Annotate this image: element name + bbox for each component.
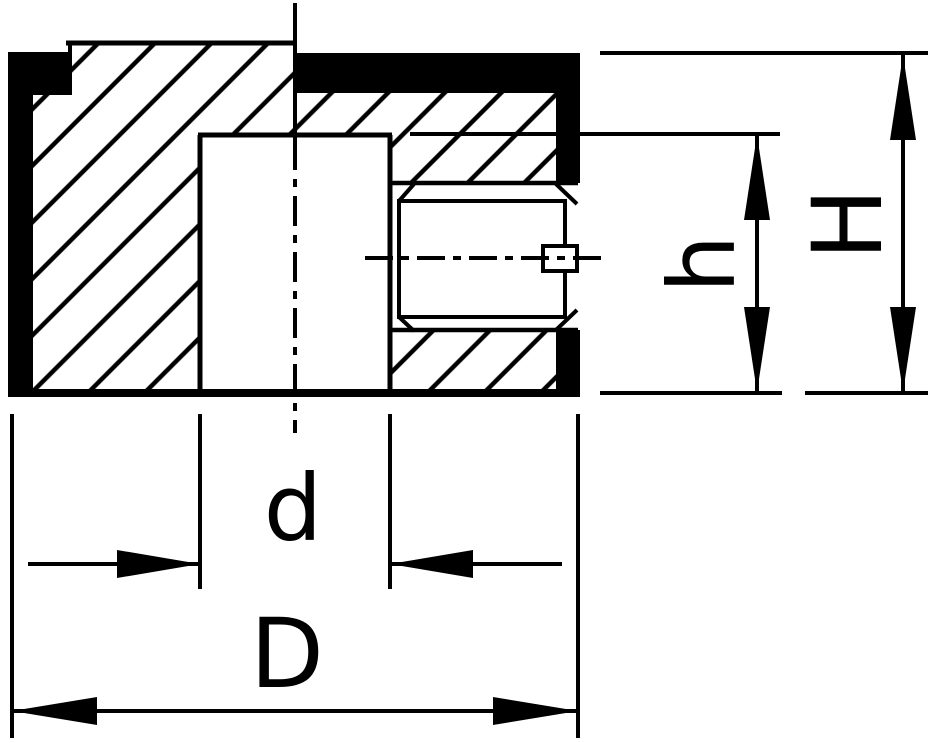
cap-top-left-block [8,52,70,93]
screw-chamfer-top-right [554,182,579,206]
cap-right-wall-lower [556,330,580,397]
hatch-region-above-screw-hole [390,93,556,183]
dim-label-overall-height: H [792,188,904,260]
screw-chamfer-top-left [397,182,416,203]
hatch-region-raised-insert [68,43,297,95]
arrowhead-h-top [744,135,770,220]
hatch-region-below-screw-hole [390,330,556,389]
arrowhead-D-left [12,697,97,725]
cap-top-right-band [294,53,580,93]
arrowhead-D-right [493,697,578,725]
arrowhead-d-right [390,550,473,578]
dimension-H: H [600,51,928,395]
dimension-h: h [410,132,782,395]
screw-chamfer-bottom-right [554,308,579,332]
arrowhead-d-left [117,550,200,578]
dimension-d: d [28,414,562,589]
dimension-D: D [10,414,580,738]
dim-label-outer-diameter: D [250,598,324,710]
arrowhead-H-bottom [890,307,916,392]
screw-chamfer-bottom-left [397,315,416,333]
dim-label-inner-height: h [649,235,756,293]
hatched-insert-section [33,43,556,389]
cap-right-wall-upper [556,53,580,183]
cap-left-wall [8,52,33,397]
hatch-region-left-lobe [33,93,200,389]
dim-label-bore-diameter: d [264,455,322,562]
arrowhead-H-top [890,55,916,140]
centerlines [293,3,604,433]
arrowhead-h-bottom [744,307,770,392]
